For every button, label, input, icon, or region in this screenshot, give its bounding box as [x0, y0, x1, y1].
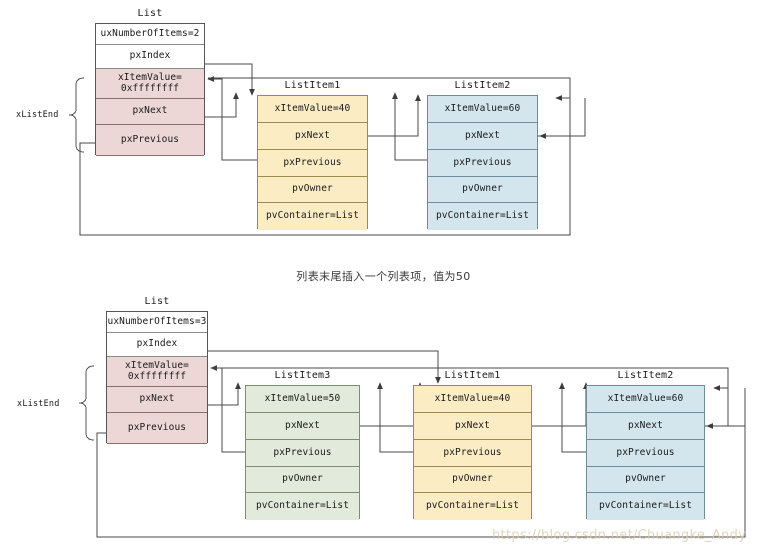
bottom-item2-title: ListItem2	[617, 370, 674, 381]
top-item2-row-pxnext: pxNext	[428, 123, 537, 150]
top-list-row-xitemvalue: xItemValue= 0xffffffff	[96, 69, 204, 99]
bottom-item1-row-pvowner: pvOwner	[414, 467, 531, 493]
bottom-list-row-pxprevious: pxPrevious	[107, 413, 207, 444]
top-list-row-pxindex: pxIndex	[96, 45, 204, 69]
bottom-item3-row-pvowner: pvOwner	[246, 467, 359, 493]
bottom-list-row-xitemvalue: xItemValue= 0xffffffff	[107, 357, 207, 387]
bottom-item1-node[interactable]: xItemValue=40 pxNext pxPrevious pvOwner …	[413, 385, 532, 520]
top-item1-row-pvcontainer: pvContainer=List	[258, 203, 367, 230]
top-item2-title: ListItem2	[454, 80, 511, 91]
wire-bot-item3-pxprev	[210, 365, 245, 453]
top-item2-row-pxprevious: pxPrevious	[428, 150, 537, 177]
bottom-list-row-pxindex: pxIndex	[107, 333, 207, 357]
bottom-item2-node[interactable]: xItemValue=60 pxNext pxPrevious pvOwner …	[586, 385, 705, 520]
wire-top-item2-pxprev	[392, 92, 427, 161]
bottom-item1-row-pxnext: pxNext	[414, 413, 531, 440]
top-item1-row-pvowner: pvOwner	[258, 177, 367, 203]
top-list-title: List	[137, 8, 163, 19]
bottom-item1-row-xitemvalue: xItemValue=40	[414, 386, 531, 413]
top-xlistend-label: xListEnd	[16, 110, 59, 120]
wire-bot-item3-pxnext	[360, 382, 423, 427]
brace-top	[68, 77, 85, 153]
top-item1-node[interactable]: xItemValue=40 pxNext pxPrevious pvOwner …	[257, 95, 368, 230]
diagram-caption: 列表末尾插入一个列表项，值为50	[296, 270, 471, 283]
bottom-item2-row-pvcontainer: pvContainer=List	[587, 493, 704, 520]
wire-bot-item2-pxnext-arrow	[706, 388, 746, 429]
wire-top-pxindex	[205, 63, 255, 96]
top-list-node[interactable]: uxNumberOfItems=2 pxIndex xItemValue= 0x…	[95, 23, 205, 156]
wire-top-item2-pxnext-b	[539, 98, 586, 139]
wire-top-list-pxnext	[205, 92, 239, 118]
bottom-item1-title: ListItem1	[444, 370, 501, 381]
bottom-item3-row-pxnext: pxNext	[246, 413, 359, 440]
wire-top-item1-pxnext	[368, 94, 421, 137]
top-item1-row-pxnext: pxNext	[258, 123, 367, 150]
bottom-item3-title: ListItem3	[274, 370, 331, 381]
bottom-list-row-uxnumberofitems: uxNumberOfItems=3	[107, 312, 207, 333]
bottom-item1-row-pxprevious: pxPrevious	[414, 440, 531, 467]
bottom-item2-row-pxnext: pxNext	[587, 413, 704, 440]
bottom-item3-node[interactable]: xItemValue=50 pxNext pxPrevious pvOwner …	[245, 385, 360, 520]
top-item1-title: ListItem1	[284, 80, 341, 91]
top-item2-row-pvcontainer: pvContainer=List	[428, 203, 537, 230]
wire-bot-list-pxnext	[208, 382, 241, 406]
top-list-row-pxnext: pxNext	[96, 99, 204, 125]
wire-bot-item1-pxprev	[377, 382, 413, 453]
top-list-row-pxprevious: pxPrevious	[96, 125, 204, 156]
bottom-item2-row-pvowner: pvOwner	[587, 467, 704, 493]
bottom-item3-row-pvcontainer: pvContainer=List	[246, 493, 359, 520]
bottom-item3-row-xitemvalue: xItemValue=50	[246, 386, 359, 413]
bottom-xlistend-label: xListEnd	[17, 399, 60, 409]
top-list-row-uxnumberofitems: uxNumberOfItems=2	[96, 24, 204, 45]
bottom-list-title: List	[144, 296, 170, 307]
wire-bot-pxindex	[208, 350, 441, 384]
bottom-list-row-pxnext: pxNext	[107, 387, 207, 413]
bottom-item2-row-xitemvalue: xItemValue=60	[587, 386, 704, 413]
bottom-list-node[interactable]: uxNumberOfItems=3 pxIndex xItemValue= 0x…	[106, 311, 208, 444]
wire-bot-item1-pxnext	[532, 382, 589, 427]
wire-bot-item2-pxprev	[559, 382, 594, 453]
wire-top-pxprev-loop	[79, 98, 571, 236]
brace-bottom	[78, 365, 95, 441]
top-item1-row-pxprevious: pxPrevious	[258, 150, 367, 177]
bottom-item3-row-pxprevious: pxPrevious	[246, 440, 359, 467]
top-item1-row-xitemvalue: xItemValue=40	[258, 96, 367, 123]
bottom-item2-row-pxprevious: pxPrevious	[587, 440, 704, 467]
wire-top-item1-pxprev	[207, 76, 257, 161]
top-item2-node[interactable]: xItemValue=60 pxNext pxPrevious pvOwner …	[427, 95, 538, 230]
bottom-item1-row-pvcontainer: pvContainer=List	[414, 493, 531, 520]
top-item2-row-pvowner: pvOwner	[428, 177, 537, 203]
top-item2-row-xitemvalue: xItemValue=60	[428, 96, 537, 123]
wire-bot-pxprev-loop	[96, 388, 746, 538]
